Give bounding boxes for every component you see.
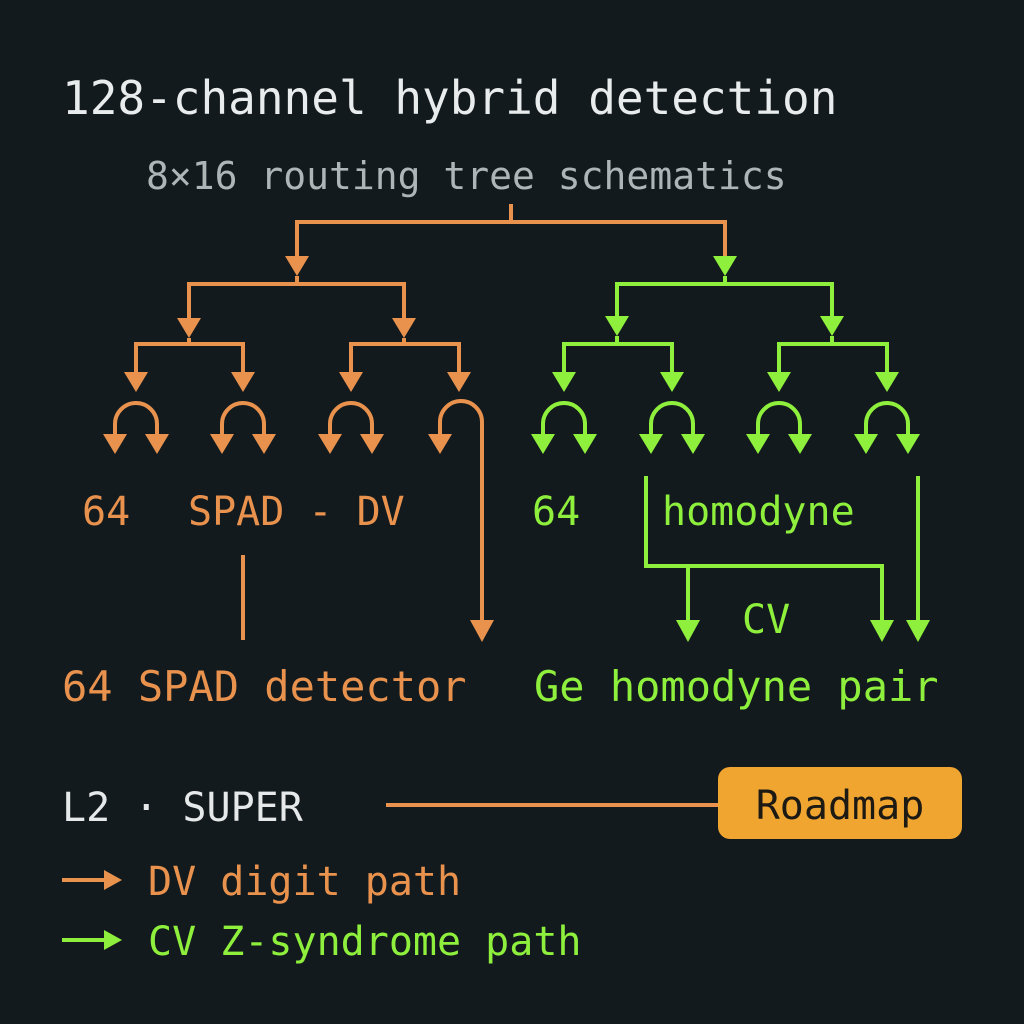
cv-homodyne-arrowheads: [676, 620, 930, 642]
cv-route-label: CV: [742, 597, 790, 643]
green-arrow-icon: [62, 930, 122, 950]
roadmap-badge-bg: [718, 767, 962, 839]
dv-level3-connector: [134, 338, 461, 372]
diagram-title: 128-channel hybrid detection: [62, 71, 837, 125]
dv-mid-label: SPAD - DV: [188, 489, 405, 535]
diagram-subtitle: 8×16 routing tree schematics: [146, 154, 787, 198]
cv-count-label: 64: [532, 489, 580, 535]
cv-level3-connector: [562, 336, 889, 372]
dv-level2-connector: [187, 276, 406, 318]
roadmap-badge-label: Roadmap: [756, 783, 925, 829]
cv-level2-arrowheads: [605, 316, 844, 336]
legend-label-dv: DV digit path: [148, 859, 461, 905]
cv-mid-label: homodyne: [662, 489, 855, 535]
cv-level2-connector: [615, 276, 834, 316]
root-arrowhead-cv: [713, 256, 737, 276]
dv-count-label: 64: [82, 489, 130, 535]
dv-level2-arrowheads: [177, 318, 416, 338]
cv-splitter-arrowheads: [531, 434, 920, 454]
orange-arrow-icon: [62, 870, 122, 890]
cv-level3-arrowheads: [552, 372, 899, 392]
root-connector: [295, 204, 727, 256]
roadmap-badge[interactable]: Roadmap: [718, 767, 962, 839]
root-arrowheads: [285, 256, 309, 276]
legend-item-dv: DV digit path: [62, 859, 461, 905]
level-label: L2 · SUPER: [62, 785, 304, 831]
legend-item-cv: CV Z-syndrome path: [62, 919, 581, 965]
dv-splitter-arrowheads: [103, 434, 494, 642]
dv-level3-arrowheads: [124, 372, 471, 392]
cv-bottom-label: Ge homodyne pair: [534, 662, 939, 711]
dv-splitter-loops: [113, 399, 484, 620]
dv-bottom-label: 64 SPAD detector: [62, 662, 467, 711]
cv-splitter-loops: [541, 401, 910, 434]
legend-label-cv: CV Z-syndrome path: [148, 919, 581, 965]
legend: DV digit path CV Z-syndrome path: [62, 859, 581, 965]
cv-homodyne-routing: [644, 476, 920, 620]
